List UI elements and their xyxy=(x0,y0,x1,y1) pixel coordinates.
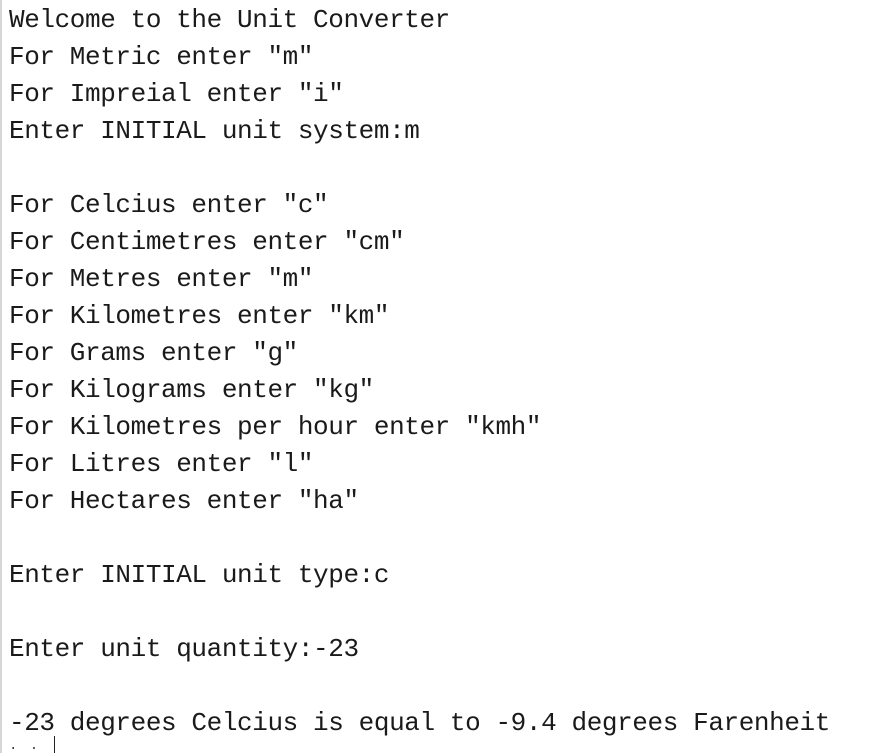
console-output: Welcome to the Unit Converter For Metric… xyxy=(9,2,830,742)
console-line: Welcome to the Unit Converter xyxy=(9,5,450,35)
console-line: For Kilometres enter "km" xyxy=(9,301,390,331)
console-blank-line xyxy=(9,520,830,557)
console-line: Enter unit quantity:-23 xyxy=(9,634,359,664)
console-line: For Hectares enter "ha" xyxy=(9,486,359,516)
console-line: For Centimetres enter "cm" xyxy=(9,227,405,257)
console-line: For Impreial enter "i" xyxy=(9,79,344,109)
console-line: Enter INITIAL unit type:c xyxy=(9,560,390,590)
console-line: For Kilograms enter "kg" xyxy=(9,375,374,405)
console-input-line[interactable]: . . xyxy=(9,736,56,756)
console-line: Enter INITIAL unit system:m xyxy=(9,116,420,146)
console-line: For Kilometres per hour enter "kmh" xyxy=(9,412,542,442)
text-cursor xyxy=(54,736,56,753)
console-blank-line xyxy=(9,150,830,187)
console-line: For Celcius enter "c" xyxy=(9,190,329,220)
console-blank-line xyxy=(9,668,830,705)
console-line: For Litres enter "l" xyxy=(9,449,314,479)
input-prompt: . . xyxy=(9,738,41,754)
console-line: For Metres enter "m" xyxy=(9,264,314,294)
console-blank-line xyxy=(9,594,830,631)
console-line: For Grams enter "g" xyxy=(9,338,298,368)
console-line: For Metric enter "m" xyxy=(9,42,314,72)
console-result-line: -23 degrees Celcius is equal to -9.4 deg… xyxy=(9,708,830,738)
